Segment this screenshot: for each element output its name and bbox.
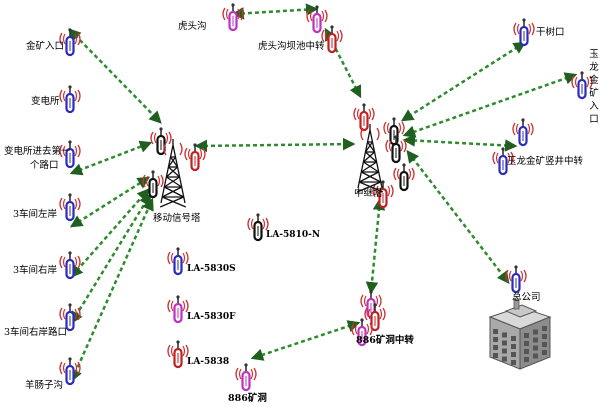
- legend-5830f-antenna-icon: [167, 295, 189, 324]
- legend-5838-antenna-icon: [167, 340, 189, 369]
- wireless-link: [400, 41, 527, 122]
- legend-model-5830f: LA-5830F: [187, 312, 236, 322]
- hutou-relay-a-antenna-icon: [306, 5, 328, 34]
- wireless-link: [70, 192, 152, 325]
- label-cave886: 886矿洞: [228, 393, 267, 404]
- relay-tower-d-antenna-icon: [372, 180, 394, 209]
- wireless-link: [365, 197, 386, 295]
- relay-signal-tower-icon: [356, 124, 384, 193]
- substation-road-antenna-icon: [59, 140, 81, 169]
- hutougou-antenna-icon: [222, 3, 244, 32]
- relay-tower-b-antenna-icon: [385, 135, 407, 164]
- wireless-link: [68, 28, 162, 124]
- mobile-tower-red-antenna-icon: [184, 143, 206, 172]
- label-headquarters: 总公司: [512, 292, 541, 303]
- substation-antenna-icon: [59, 85, 81, 114]
- label-jinkuang-entry: 金矿入口: [26, 41, 65, 52]
- yulong-entry-antenna-icon: [571, 71, 593, 100]
- wireless-link: [250, 320, 361, 361]
- label-relay-tower: 中继塔: [354, 188, 383, 199]
- label-yangchangzigou: 羊肠子沟: [25, 380, 64, 391]
- wireless-link: [231, 3, 319, 20]
- workshop3-right-antenna-icon: [59, 251, 81, 280]
- ganshukou-antenna-icon: [513, 18, 535, 47]
- label-workshop3-left: 3车间左岸: [13, 209, 58, 220]
- wireless-link: [69, 140, 153, 176]
- relay-tower-c-antenna-icon: [393, 163, 415, 192]
- relay-north-antenna-icon: [353, 103, 375, 132]
- wireless-link: [402, 72, 578, 138]
- mobile-signal-tower-icon: [159, 139, 187, 208]
- cave886-relay-b-antenna-icon: [364, 303, 386, 332]
- label-substation-road-line1: 变电所进去第一: [4, 146, 71, 157]
- mobile-tower-b-antenna-icon: [142, 170, 164, 199]
- mobile-tower-a-antenna-icon: [150, 127, 172, 156]
- legend-model-5810n: LA-5810-N: [266, 230, 321, 240]
- yulong-shaft-a-antenna-icon: [512, 118, 534, 147]
- workshop3-left-antenna-icon: [59, 193, 81, 222]
- wireless-link: [406, 150, 510, 284]
- label-hutougou: 虎头沟: [178, 21, 207, 32]
- yulong-shaft-b-antenna-icon: [492, 147, 514, 176]
- cave886-antenna-icon: [235, 363, 257, 392]
- wireless-link: [194, 137, 356, 153]
- label-yulong-shaft-relay: 玉龙金矿竖井中转: [507, 156, 584, 167]
- label-mobile-signal-tower: 移动信号塔: [153, 213, 201, 224]
- label-substation-road-line2: 个路口: [30, 160, 59, 171]
- cave886-relay-c-antenna-icon: [351, 318, 373, 347]
- yangchangzigou-antenna-icon: [59, 357, 81, 386]
- hutou-relay-b-antenna-icon: [321, 25, 343, 54]
- relay-tower-a-antenna-icon: [383, 117, 405, 146]
- jinkuang-entry-antenna-icon: [59, 28, 81, 57]
- label-yulong-entry: 玉龙金矿入口: [589, 49, 599, 125]
- headquarters-building-icon: [488, 298, 552, 370]
- wireless-link: [402, 134, 518, 152]
- label-cave886-relay: 886矿洞中转: [356, 335, 414, 346]
- wireless-link: [70, 197, 154, 383]
- label-workshop3-right: 3车间右岸: [13, 265, 58, 276]
- label-workshop3-right-road: 3车间右岸路口: [4, 327, 68, 338]
- label-ganshukou: 干树口: [536, 27, 565, 38]
- legend-model-5830s: LA-5830S: [187, 264, 236, 274]
- workshop3-right-road-antenna-icon: [59, 303, 81, 332]
- label-substation: 变电所: [31, 96, 60, 107]
- headquarters-antenna-antenna-icon: [505, 265, 527, 294]
- legend-5810n-antenna-icon: [247, 213, 269, 242]
- legend-5830s-antenna-icon: [167, 247, 189, 276]
- legend-model-5838: LA-5838: [187, 357, 230, 367]
- label-hutougou-dam-relay: 虎头沟坝池中转: [258, 41, 325, 52]
- wireless-link: [324, 27, 362, 99]
